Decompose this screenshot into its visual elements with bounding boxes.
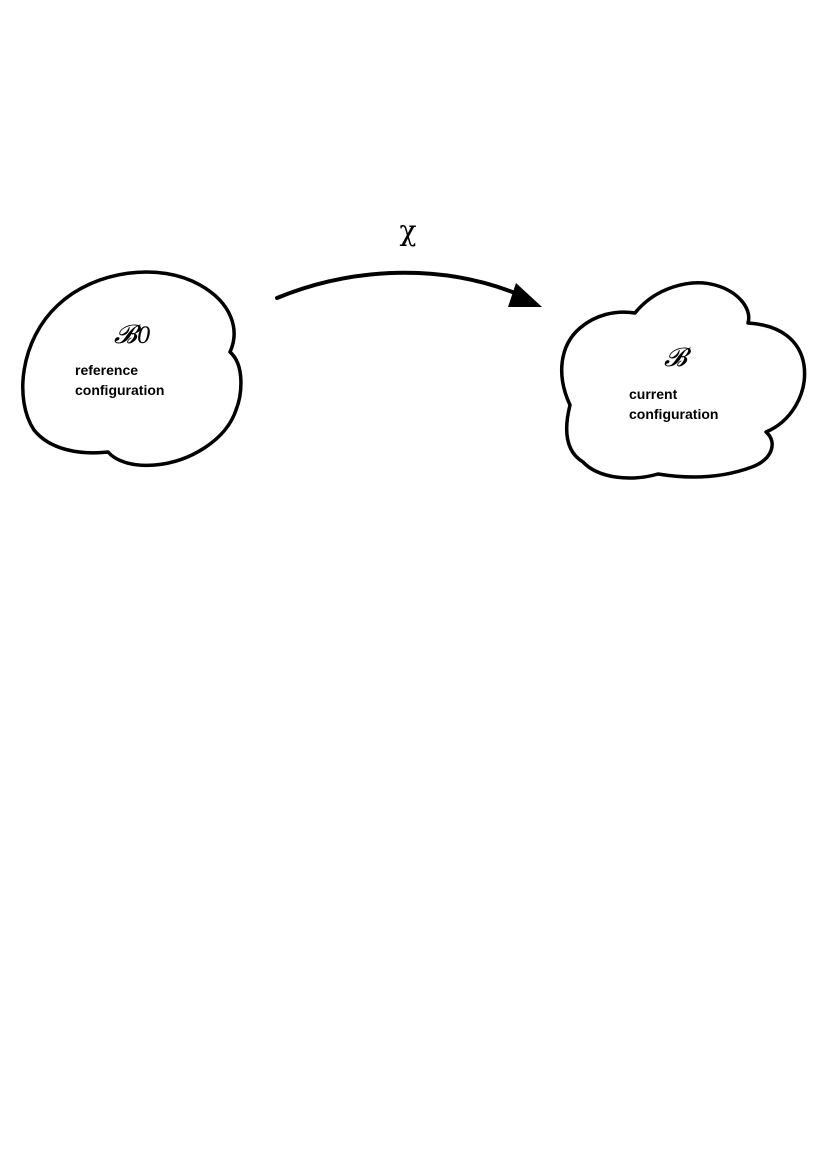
reference-body-subscript: 0 (137, 324, 151, 349)
current-body-outline (559, 281, 807, 480)
reference-label-line1: reference (75, 362, 138, 378)
current-body-symbol: 𝓑 (664, 343, 692, 373)
reference-body-outline (21, 270, 243, 468)
current-label-line2: configuration (629, 406, 718, 422)
reference-body-symbol: 𝓑0 (114, 320, 151, 350)
reference-label-line2: configuration (75, 382, 164, 398)
mapping-arrow-arc (275, 270, 522, 300)
mapping-label: χ (400, 214, 417, 247)
mapping-arrowhead (508, 283, 542, 307)
current-label-line1: current (629, 386, 678, 402)
